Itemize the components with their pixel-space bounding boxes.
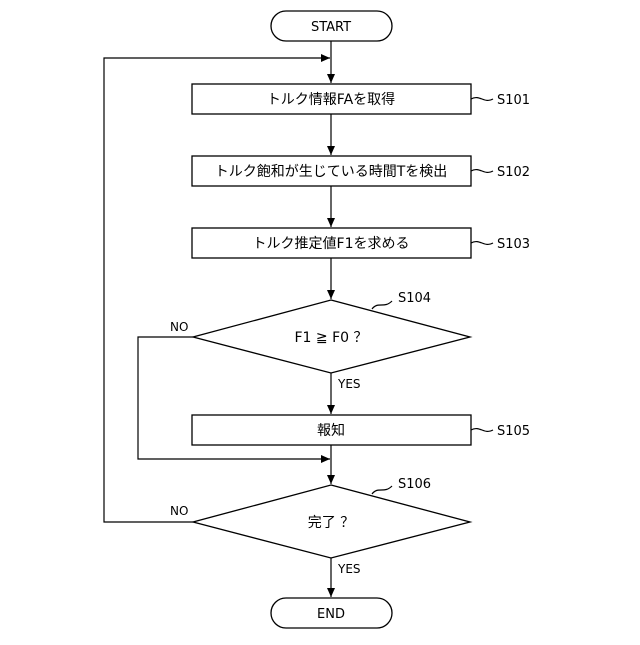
decision-s106: 完了 ？ S106 NO YES [170,477,470,576]
leader-s104 [372,301,392,309]
yes-label-s104: YES [337,377,361,391]
decision-s104: F1 ≧ F0 ？ S104 NO YES [170,291,470,391]
leader-s101 [471,98,493,101]
process-box-s103: トルク推定値F1を求める S103 [192,228,530,258]
process-text-s101: トルク情報FAを取得 [267,91,395,108]
leader-s102 [471,170,493,173]
decision-text-s106: 完了 ？ [308,515,354,531]
process-box-s102: トルク飽和が生じている時間Tを検出 S102 [192,156,530,186]
step-label-s103: S103 [497,237,530,252]
start-label: START [311,20,351,35]
process-text-s105: 報知 [317,422,345,439]
end-label: END [317,607,345,622]
process-box-s105: 報知 S105 [192,415,530,445]
start-terminal: START [271,11,392,41]
leader-s103 [471,242,493,245]
step-label-s102: S102 [497,165,530,180]
leader-s106 [372,486,392,494]
no-label-s106: NO [170,504,188,518]
process-text-s103: トルク推定値F1を求める [253,236,410,252]
yes-label-s106: YES [337,562,361,576]
step-label-s105: S105 [497,424,530,439]
end-terminal: END [271,598,392,628]
process-box-s101: トルク情報FAを取得 S101 [192,84,530,114]
step-label-s101: S101 [497,93,530,108]
no-label-s104: NO [170,320,188,334]
step-label-s104: S104 [398,291,431,306]
decision-text-s104: F1 ≧ F0 ？ [294,330,367,346]
step-label-s106: S106 [398,477,431,492]
leader-s105 [471,429,493,432]
process-text-s102: トルク飽和が生じている時間Tを検出 [215,163,448,180]
